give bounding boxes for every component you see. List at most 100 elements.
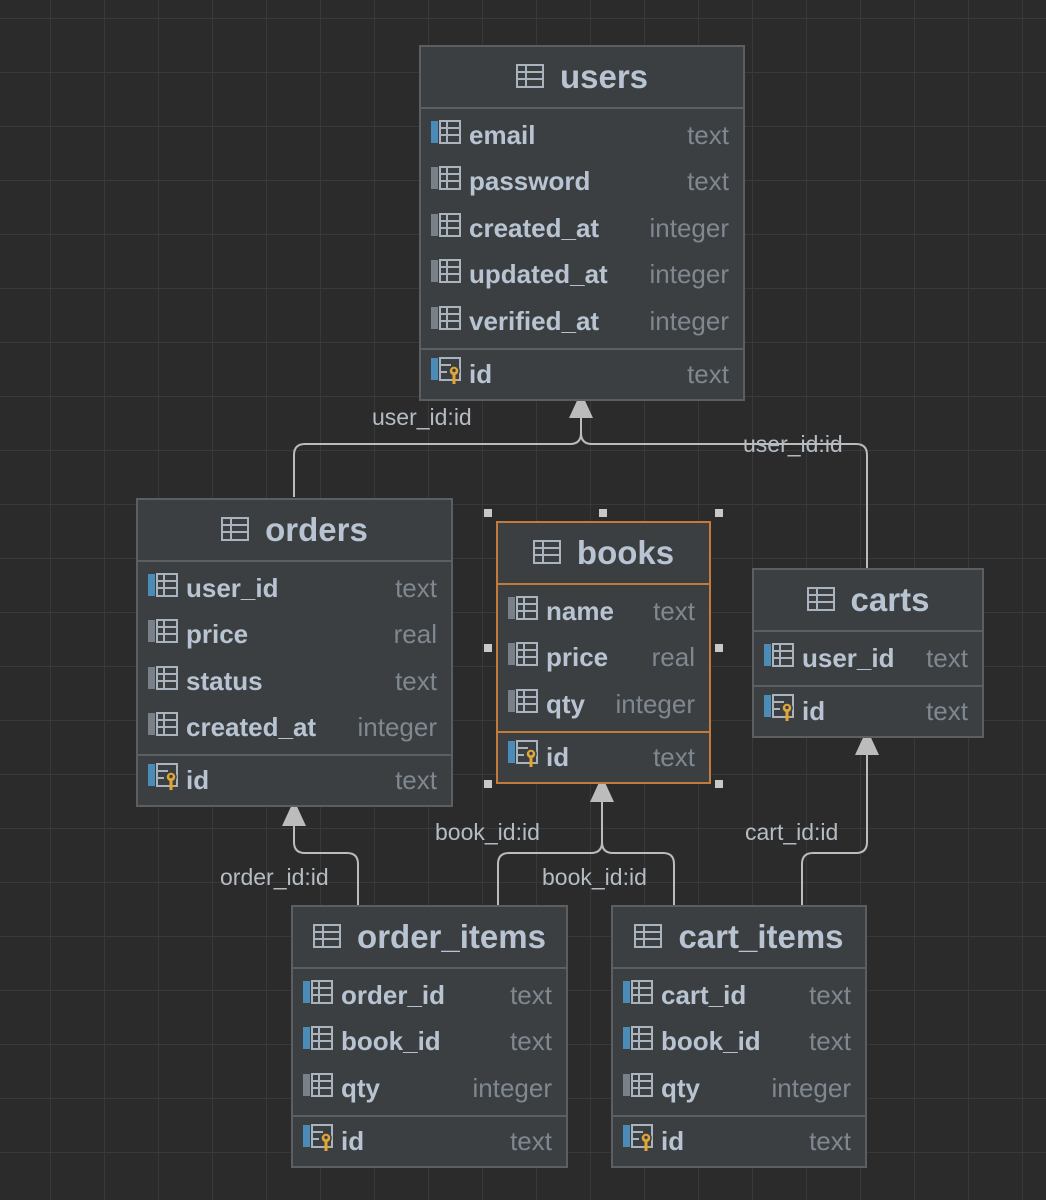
column-name: id: [469, 358, 493, 389]
column-type: text: [510, 1125, 552, 1156]
edge-order-items-orders: [293, 808, 359, 905]
column-type: real: [651, 642, 695, 673]
column-type: integer: [472, 1072, 553, 1103]
column-icon: [431, 166, 461, 197]
primary-key-icon: [431, 356, 461, 392]
resize-handle-bottom-left[interactable]: [484, 780, 492, 788]
column-name: created_at: [469, 212, 600, 243]
column-type: text: [653, 595, 695, 626]
column-icon: [148, 712, 178, 743]
resize-handle-top-right[interactable]: [715, 509, 723, 517]
resize-handle-left[interactable]: [484, 644, 492, 652]
foreign-key-column-icon: [303, 1026, 333, 1057]
column-name: created_at: [186, 712, 317, 743]
column-row[interactable]: qty integer: [293, 1065, 566, 1112]
column-type: text: [510, 1026, 552, 1057]
table-icon: [515, 58, 544, 96]
column-type: integer: [357, 712, 438, 743]
column-name: email: [469, 119, 536, 150]
column-name: qty: [341, 1072, 380, 1103]
column-icon: [431, 259, 461, 290]
edge-label-carts-users: user_id:id: [743, 431, 843, 457]
column-icon: [623, 1072, 653, 1104]
column-type: text: [510, 979, 552, 1010]
foreign-key-column-icon: [623, 1026, 653, 1057]
column-type: text: [395, 572, 437, 603]
arrow-to-books: [590, 776, 614, 802]
column-icon: [431, 305, 461, 337]
edge-label-order-items-books: book_id:id: [435, 819, 540, 845]
column-name: status: [186, 665, 263, 696]
foreign-key-column-icon: [623, 979, 653, 1011]
edge-label-orders-users: user_id:id: [372, 404, 472, 430]
column-icon: [508, 688, 538, 720]
resize-handle-bottom-right[interactable]: [715, 780, 723, 788]
table-icon: [221, 511, 250, 549]
table-header: cart_items: [613, 907, 865, 969]
foreign-key-column-icon: [303, 979, 333, 1011]
column-name: id: [341, 1125, 365, 1156]
column-row[interactable]: name text: [498, 588, 709, 635]
column-type: integer: [771, 1072, 852, 1103]
resize-handle-top[interactable]: [599, 509, 607, 517]
resize-handle-right[interactable]: [715, 644, 723, 652]
column-name: cart_id: [661, 979, 747, 1010]
table-header: carts: [754, 570, 982, 632]
edge-label-cart-items-books: book_id:id: [542, 864, 647, 890]
resize-handle-top-left[interactable]: [484, 509, 492, 517]
primary-key-icon: [148, 763, 178, 798]
table-header: order_items: [293, 907, 566, 969]
column-name: verified_at: [469, 305, 600, 336]
table-title: users: [559, 58, 649, 95]
column-icon: [303, 1072, 333, 1104]
foreign-key-column-icon: [764, 642, 794, 674]
column-row[interactable]: verified_at integer: [421, 298, 743, 345]
column-type: text: [687, 119, 729, 150]
column-type: text: [395, 765, 437, 795]
table-header: orders: [138, 500, 451, 562]
edge-order-items-books: [497, 785, 603, 905]
primary-key-icon: [623, 1123, 653, 1159]
table-header: books: [498, 523, 709, 585]
table-icon: [532, 534, 561, 572]
column-type: text: [926, 642, 968, 673]
column-name: id: [661, 1125, 685, 1156]
table-icon: [806, 581, 835, 619]
edge-cart-items-books: [601, 841, 675, 905]
column-name: name: [546, 595, 614, 626]
primary-key-row[interactable]: id text: [293, 1117, 566, 1166]
column-type: integer: [649, 305, 730, 336]
table-title: orders: [265, 511, 368, 548]
column-row[interactable]: email text: [421, 112, 743, 159]
edge-orders-users: [293, 400, 582, 497]
column-row[interactable]: created_at integer: [138, 705, 451, 752]
arrow-to-orders: [282, 800, 306, 826]
